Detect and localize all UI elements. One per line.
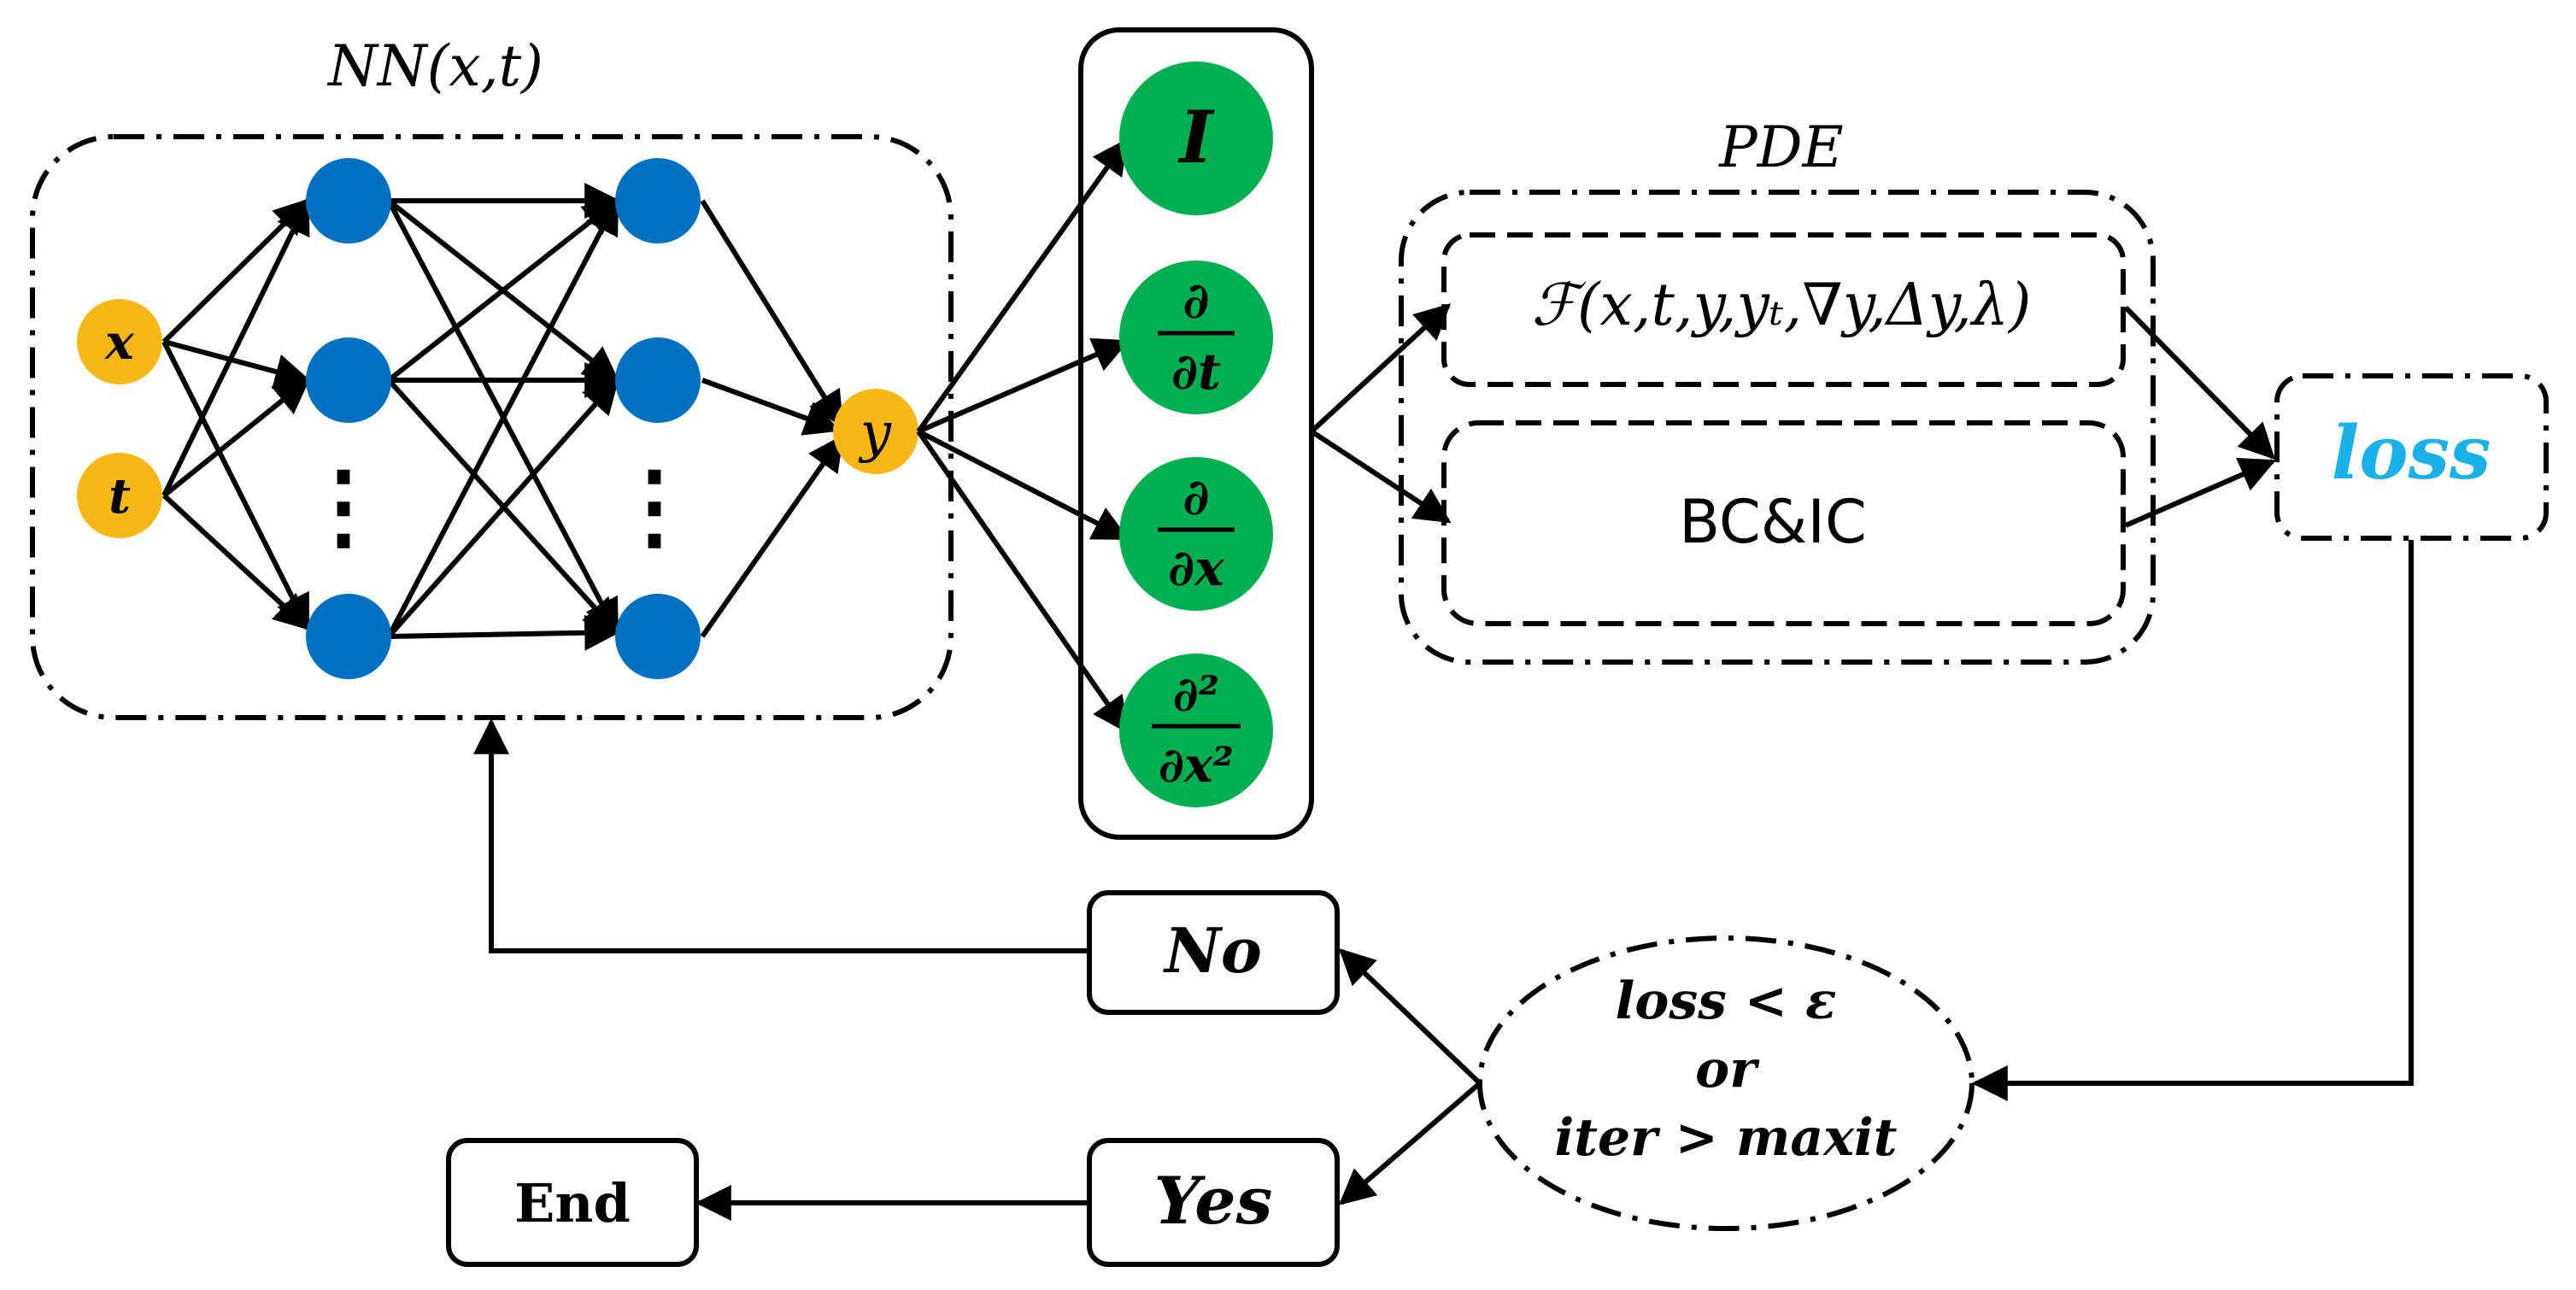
pde-block: PDE ℱ(x,t,y,yₜ,∇y,Δy,λ) BC&IC <box>1399 114 2156 665</box>
operator-dt-denominator: ∂t <box>1171 343 1221 401</box>
hidden-node <box>306 594 391 679</box>
loss-block: loss <box>2274 373 2549 541</box>
no-branch: No <box>1087 890 1340 1015</box>
end-box <box>446 1138 699 1267</box>
no-to-network-arrow <box>473 718 1089 953</box>
input-node-x <box>77 299 162 384</box>
nn-boundary <box>30 134 954 720</box>
operator-identity-label: I <box>1177 95 1215 179</box>
pde-residual: ℱ(x,t,y,yₜ,∇y,Δy,λ) <box>1532 272 2032 339</box>
hidden-node <box>306 337 391 423</box>
condition-line-2: or <box>1695 1040 1760 1099</box>
yes-branch: Yes <box>1087 1138 1340 1267</box>
operators-to-pde <box>1309 303 1452 524</box>
input-node-t <box>77 453 162 538</box>
operator-dx-numerator: ∂ <box>1183 468 1210 526</box>
yes-label: Yes <box>1154 1163 1273 1239</box>
hidden-ellipsis: ⋮ <box>296 450 390 560</box>
operator-dx2 <box>1119 654 1273 807</box>
bc-ic-box <box>1441 420 2126 626</box>
no-label: No <box>1163 914 1262 987</box>
condition-branches <box>1338 948 1482 1205</box>
hidden-node <box>306 158 391 243</box>
loss-to-condition-arrow <box>1971 540 2414 1101</box>
hidden-node <box>615 337 701 423</box>
operator-dx2-numerator: ∂² <box>1173 666 1219 723</box>
end-terminal: End <box>446 1138 699 1267</box>
operator-dt-numerator: ∂ <box>1183 272 1210 330</box>
loss-box <box>2274 373 2549 541</box>
input-label-x: x <box>104 314 134 371</box>
operator-dx <box>1119 457 1273 611</box>
stop-condition: loss < ε or iter > maxit <box>1477 935 1975 1231</box>
neural-network: NN(x,t) x t <box>30 33 954 720</box>
condition-line-3: iter > maxit <box>1555 1108 1898 1168</box>
hidden-node <box>615 594 701 679</box>
pde-residual-box <box>1441 232 2126 387</box>
operator-identity <box>1119 62 1273 215</box>
operator-dx-denominator: ∂x <box>1168 539 1225 597</box>
end-label: End <box>514 1172 631 1234</box>
pde-title: PDE <box>1718 114 1844 180</box>
pde-to-loss <box>2123 305 2276 528</box>
output-to-operators <box>916 138 1130 734</box>
loss-label: loss <box>2332 410 2491 496</box>
output-label-y: y <box>858 402 892 465</box>
differential-operators: I ∂ ∂t ∂ ∂x ∂² ∂x² <box>1078 27 1314 840</box>
output-node-y <box>833 389 918 474</box>
pde-boundary <box>1399 190 2156 665</box>
hidden-node <box>615 158 701 243</box>
nn-connections <box>161 183 844 651</box>
operator-dx2-denominator: ∂x² <box>1159 737 1234 794</box>
condition-line-1: loss < ε <box>1616 971 1837 1031</box>
operator-dt <box>1119 261 1273 414</box>
nn-title: NN(x,t) <box>326 33 543 99</box>
input-label-t: t <box>109 468 131 525</box>
hidden-ellipsis: ⋮ <box>607 450 701 560</box>
bc-ic-label: BC&IC <box>1679 487 1867 557</box>
